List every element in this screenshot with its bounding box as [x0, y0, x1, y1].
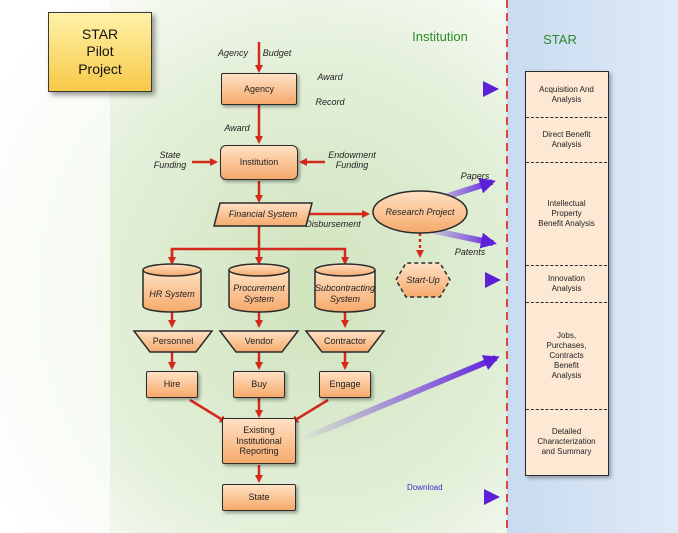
- star-section-innovation: Innovation Analysis: [548, 274, 585, 293]
- agency-node: Agency: [221, 73, 297, 105]
- disbursement-label: Disbursement: [305, 219, 361, 229]
- star-divider: [526, 302, 607, 303]
- startup-node: Start-Up: [406, 275, 440, 286]
- institution-node: Institution: [220, 145, 298, 180]
- research-project-node: Research Project: [385, 206, 455, 217]
- vendor-node: Vendor: [244, 335, 274, 346]
- pilot-line-3: Project: [78, 60, 122, 77]
- star-header: STAR: [543, 32, 577, 47]
- star-analysis-column: Acquisition And Analysis Direct Benefit …: [525, 71, 609, 476]
- role-trapezoids: [132, 330, 386, 353]
- patents-label: Patents: [454, 247, 486, 257]
- star-section-direct-benefit: Direct Benefit Analysis: [542, 130, 591, 149]
- budget-label: Budget: [262, 48, 292, 58]
- hire-node: Hire: [146, 371, 198, 398]
- download-label: Download: [407, 483, 443, 492]
- procurement-system-node: Procurement System: [233, 283, 285, 304]
- star-section-acquisition: Acquisition And Analysis: [539, 84, 594, 104]
- award-label: Award: [224, 123, 250, 133]
- star-divider: [526, 409, 607, 410]
- state-funding-label: State Funding: [153, 150, 187, 171]
- star-arrows: [298, 81, 501, 505]
- star-divider: [526, 117, 607, 118]
- state-node: State: [222, 484, 296, 511]
- endowment-funding-label: Endowment Funding: [328, 150, 376, 171]
- pilot-line-2: Pilot: [86, 43, 114, 60]
- institution-header: Institution: [412, 29, 468, 44]
- award-record-label-top: Award: [317, 72, 343, 82]
- contractor-node: Contractor: [323, 335, 367, 346]
- personnel-node: Personnel: [152, 335, 194, 346]
- record-label: Record: [315, 97, 345, 107]
- system-cylinders: [142, 263, 376, 313]
- star-divider: [526, 265, 607, 266]
- star-section-jobs-benefit: Jobs, Purchases, Contracts Benefit Analy…: [546, 331, 587, 380]
- research-project-shape: [372, 190, 468, 234]
- flow-arrows: [168, 42, 424, 483]
- star-section-ip-benefit: Intellectual Property Benefit Analysis: [538, 199, 595, 228]
- agency-input-label: Agency: [217, 48, 249, 58]
- pilot-project-box: STAR Pilot Project: [48, 12, 152, 92]
- startup-shape: [395, 262, 451, 298]
- subcontracting-system-node: Subcontracting System: [314, 283, 376, 304]
- hr-system-node: HR System: [149, 288, 195, 299]
- buy-node: Buy: [233, 371, 285, 398]
- financial-system-node: Financial System: [228, 209, 298, 220]
- pilot-line-1: STAR: [81, 25, 119, 42]
- existing-reporting-node: Existing Institutional Reporting: [222, 418, 296, 464]
- engage-node: Engage: [319, 371, 371, 398]
- financial-system-shape: [213, 202, 313, 227]
- star-divider: [526, 162, 607, 163]
- papers-label: Papers: [460, 171, 490, 181]
- star-section-detailed-summary: Detailed Characterization and Summary: [537, 427, 596, 456]
